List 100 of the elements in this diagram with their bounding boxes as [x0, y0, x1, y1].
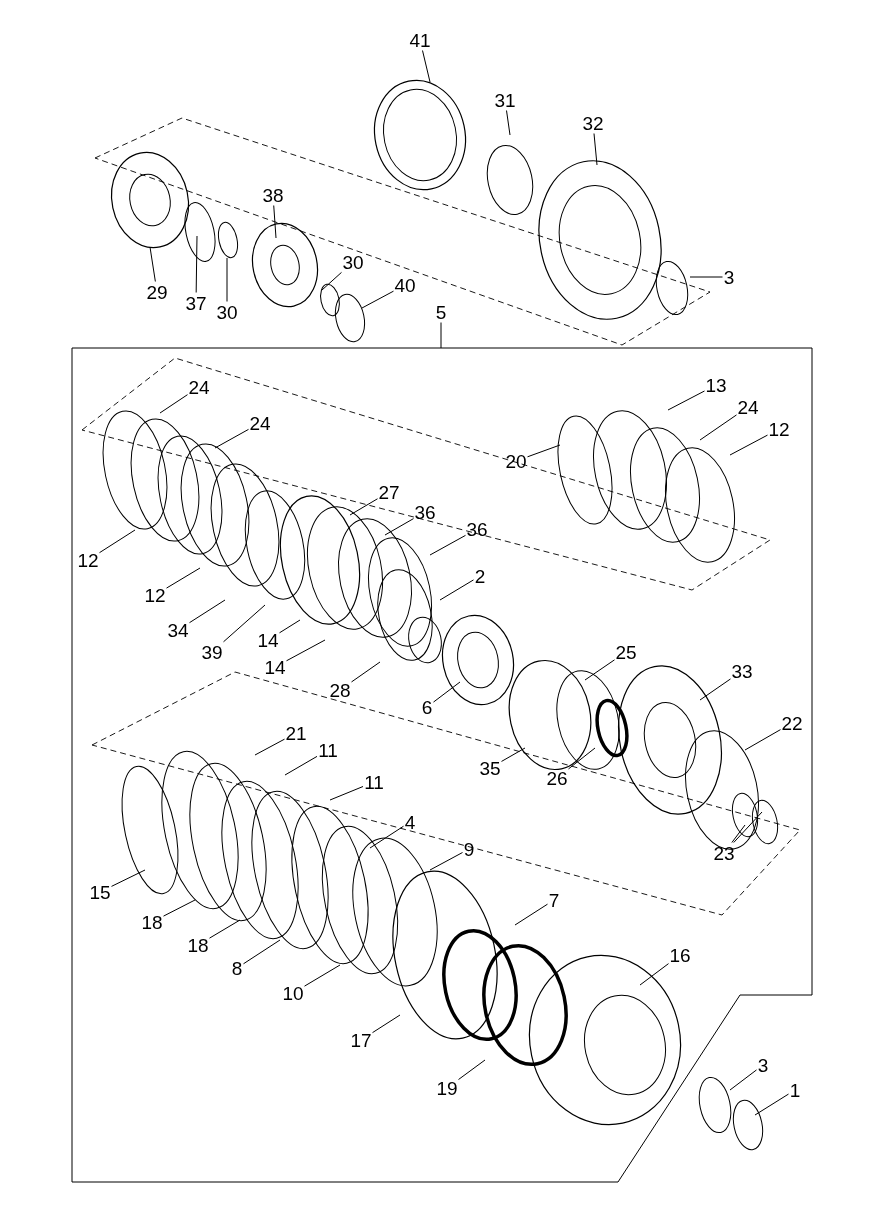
leader-line	[729, 434, 768, 456]
callout-number: 4	[403, 811, 417, 833]
callout-number: 22	[780, 712, 804, 734]
callout-number: 12	[76, 549, 100, 571]
leader-line	[731, 824, 746, 843]
callout-number: 17	[349, 1029, 373, 1051]
leader-line	[209, 919, 241, 939]
leader-line	[195, 235, 198, 293]
callout-number: 39	[200, 641, 224, 663]
callout-number: 31	[493, 89, 517, 111]
leader-line	[568, 747, 596, 770]
leader-line	[429, 852, 463, 871]
callout-number: 15	[88, 881, 112, 903]
callout-number: 3	[722, 266, 736, 288]
callout-number: 34	[166, 619, 190, 641]
callout-number: 26	[545, 767, 569, 789]
callout-number: 1	[788, 1079, 802, 1101]
callout-number: 11	[363, 771, 385, 793]
leader-line	[304, 964, 341, 987]
leader-line	[372, 1014, 401, 1034]
callout-number: 20	[504, 450, 528, 472]
leader-line	[163, 899, 196, 917]
leader-line	[639, 963, 669, 986]
callout-number: 27	[377, 481, 401, 503]
leader-line	[273, 205, 277, 239]
leader-line	[384, 518, 414, 536]
leader-line	[111, 869, 146, 887]
leader-line	[226, 257, 228, 302]
callout-number: 25	[614, 641, 638, 663]
leader-line	[527, 444, 561, 458]
callout-number: 24	[736, 396, 760, 418]
callout-number: 10	[281, 982, 305, 1004]
leader-line	[149, 246, 156, 282]
leader-line	[166, 567, 201, 589]
leader-line	[699, 678, 731, 701]
leader-line	[729, 1069, 757, 1091]
leader-line	[514, 903, 548, 926]
callout-number: 6	[420, 696, 434, 718]
callout-number: 13	[704, 374, 728, 396]
leader-line	[254, 738, 285, 756]
leader-line	[439, 579, 474, 601]
leader-line	[351, 661, 381, 683]
callout-number: 12	[767, 418, 791, 440]
leader-line	[584, 659, 615, 681]
leader-line	[422, 50, 431, 83]
callout-number: 24	[248, 412, 272, 434]
callout-number: 8	[230, 957, 244, 979]
callout-number: 14	[256, 629, 280, 651]
callout-number: 14	[263, 656, 287, 678]
callout-number: 12	[143, 584, 167, 606]
leader-line	[440, 322, 442, 349]
leader-line	[733, 811, 763, 843]
callout-number: 32	[581, 112, 605, 134]
callout-number: 24	[187, 376, 211, 398]
leader-line	[667, 390, 705, 411]
callout-number: 30	[341, 251, 365, 273]
leader-line	[744, 729, 781, 751]
callout-number: 19	[435, 1077, 459, 1099]
callout-number: 18	[186, 934, 210, 956]
callout-number: 40	[393, 274, 417, 296]
callout-number: 11	[317, 739, 339, 761]
leader-line	[243, 939, 281, 965]
callout-number: 35	[478, 757, 502, 779]
callout-number: 41	[408, 29, 432, 51]
leader-line	[361, 290, 394, 309]
leader-line	[506, 110, 511, 136]
callout-number: 23	[712, 842, 736, 864]
callout-number: 16	[668, 944, 692, 966]
callout-number: 30	[215, 301, 239, 323]
callout-number: 21	[284, 722, 308, 744]
leader-line	[369, 825, 404, 849]
callout-number: 2	[473, 565, 487, 587]
leader-line	[429, 534, 466, 556]
leader-line	[699, 414, 737, 441]
callout-number: 29	[145, 281, 169, 303]
leader-line	[329, 786, 364, 801]
callout-number: 33	[730, 660, 754, 682]
leader-line	[321, 271, 342, 291]
callout-number: 36	[413, 501, 437, 523]
callout-number: 28	[328, 679, 352, 701]
leader-line	[159, 394, 188, 414]
leader-line	[284, 755, 318, 776]
callout-number: 9	[462, 838, 476, 860]
leader-line	[189, 599, 226, 624]
leader-line	[458, 1059, 486, 1081]
callout-number: 7	[547, 889, 561, 911]
callout-number: 5	[434, 301, 448, 323]
leader-line	[593, 133, 598, 166]
leader-line	[689, 276, 723, 278]
leader-line	[99, 529, 136, 554]
leader-line	[433, 681, 461, 703]
leader-line	[214, 428, 249, 449]
leader-line	[501, 747, 526, 762]
leader-line	[223, 604, 266, 643]
callout-number: 36	[465, 518, 489, 540]
callout-number: 3	[756, 1054, 770, 1076]
callout-number: 18	[140, 911, 164, 933]
leader-line	[279, 619, 301, 634]
callout-number: 38	[261, 184, 285, 206]
callout-number: 37	[184, 292, 208, 314]
